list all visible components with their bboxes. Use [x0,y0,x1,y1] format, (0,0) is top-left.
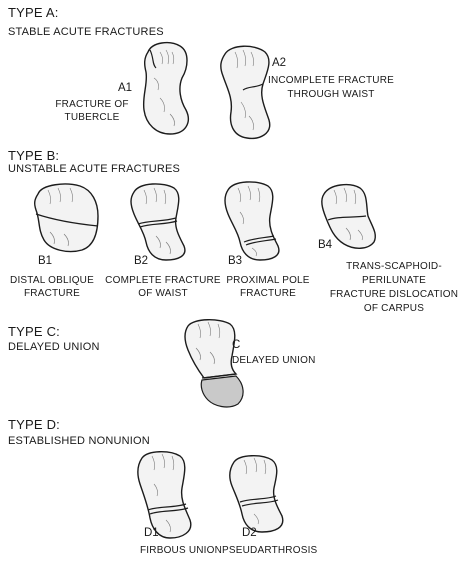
scaphoid-d2-illustration [229,455,284,533]
type-d-subtitle: ESTABLISHED NONUNION [8,435,150,447]
code-a2: A2 [272,57,287,69]
type-b-subtitle: UNSTABLE ACUTE FRACTURES [8,163,181,175]
scaphoid-b1-illustration [33,183,99,253]
type-b-title: TYPE B: [8,148,60,163]
scaphoid-a1-illustration [142,41,189,135]
scaphoid-d1-illustration [137,451,192,539]
code-b3: B3 [228,255,243,267]
scaphoid-b3-illustration [224,181,280,261]
label-c-line1: DELAYED UNION [232,355,316,366]
label-a1-line1: FRACTURE OF [55,99,129,110]
code-a1: A1 [118,82,133,94]
label-b2-line1: COMPLETE FRACTURE [105,275,221,286]
type-c-title: TYPE C: [8,324,60,339]
code-b1: B1 [38,255,53,267]
label-b3-line1: PROXIMAL POLE [226,275,310,286]
scaphoid-a2-illustration [220,45,271,140]
code-c: C [232,339,241,351]
label-b4-line2: PERILUNATE [361,275,427,286]
label-d2-line1: PSEUDARTHROSIS [222,545,318,556]
scaphoid-b2-illustration [130,183,186,261]
type-a-title: TYPE A: [8,5,59,20]
label-b4-line4: OF CARPUS [363,303,425,314]
code-d1: D1 [144,527,159,539]
label-a1-line2: TUBERCLE [64,112,120,123]
code-d2: D2 [242,527,257,539]
label-b2-line2: OF WAIST [138,288,188,299]
label-b3-line2: FRACTURE [239,288,297,299]
label-b4-line3: FRACTURE DISLOCATION [329,289,459,300]
type-d-title: TYPE D: [8,417,60,432]
type-a-subtitle: STABLE ACUTE FRACTURES [8,26,164,38]
label-d1-line1: FIRBOUS UNION [140,545,223,556]
type-c-subtitle: DELAYED UNION [8,341,100,353]
code-b4: B4 [318,239,333,251]
label-b4-line1: TRANS-SCAPHOID- [346,261,442,272]
label-b1-line2: FRACTURE [23,288,81,299]
label-a2-line1: INCOMPLETE FRACTURE [267,75,395,86]
label-a2-line2: THROUGH WAIST [287,89,375,100]
scaphoid-c-illustration [184,319,244,408]
label-b1-line1: DISTAL OBLIQUE [10,275,94,286]
code-b2: B2 [134,255,149,267]
scaphoid-b4-illustration [321,183,377,249]
